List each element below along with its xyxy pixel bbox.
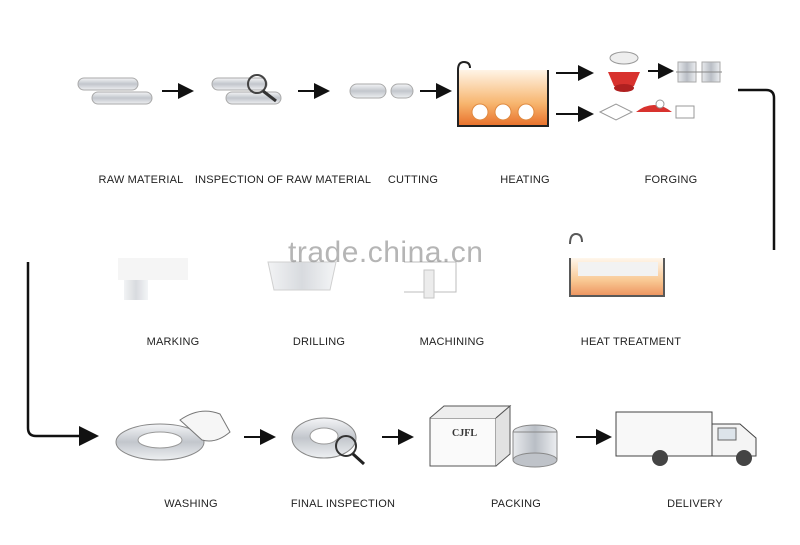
label-forging: FORGING xyxy=(644,174,698,186)
heat-treatment-icon xyxy=(569,232,665,297)
forging-icon xyxy=(598,51,695,121)
label-marking: MARKING xyxy=(146,336,200,348)
cutting-icon xyxy=(349,83,414,99)
label-raw-material: RAW MATERIAL xyxy=(98,174,184,186)
box-label: CJFL xyxy=(452,428,477,439)
label-drilling: DRILLING xyxy=(292,336,346,348)
drilling-icon xyxy=(267,261,337,291)
washing-icon xyxy=(115,410,231,461)
label-cutting: CUTTING xyxy=(387,174,439,186)
machining-icon xyxy=(404,261,457,299)
delivery-truck-icon xyxy=(615,411,757,466)
packing-box-icon xyxy=(429,404,558,468)
inspection-raw-icon xyxy=(211,74,282,105)
label-heat-treatment: HEAT TREATMENT xyxy=(580,336,682,348)
label-delivery: DELIVERY xyxy=(667,498,723,510)
label-inspection-raw: INSPECTION OF RAW MATERIAL xyxy=(194,174,372,186)
final-inspection-icon xyxy=(291,417,366,466)
watermark: trade.china.cn xyxy=(288,236,484,269)
label-final-inspection: FINAL INSPECTION xyxy=(290,498,396,510)
forged-part-icon xyxy=(676,61,722,83)
marking-icon xyxy=(118,258,188,300)
label-heating: HEATING xyxy=(500,174,550,186)
label-washing: WASHING xyxy=(164,498,218,510)
connector-right xyxy=(738,88,776,250)
label-packing: PACKING xyxy=(490,498,542,510)
label-machining: MACHINING xyxy=(419,336,485,348)
heating-furnace-icon xyxy=(457,60,549,127)
connector-left xyxy=(26,262,99,446)
raw-material-icon xyxy=(77,77,153,105)
